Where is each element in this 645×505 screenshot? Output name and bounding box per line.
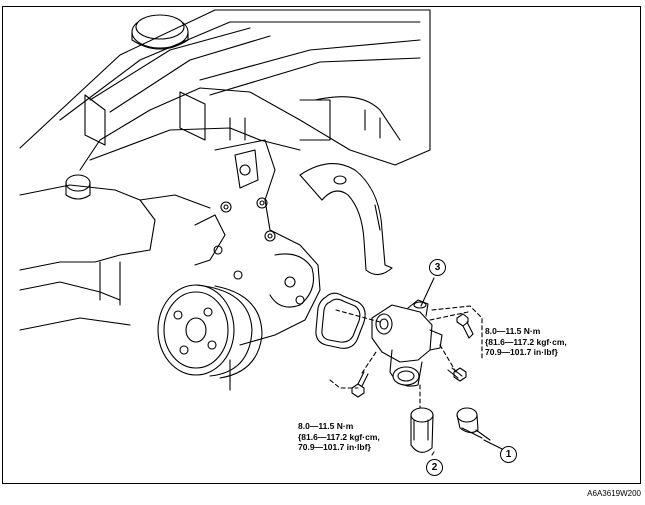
bolt-top-right <box>456 313 474 339</box>
torque-right-inlbf: 70.9—101.7 in·lbf} <box>485 347 558 357</box>
installation-lines <box>329 305 483 409</box>
engine-block <box>19 174 211 331</box>
torque-right-nm: 8.0—11.5 N·m <box>485 326 541 336</box>
torque-left-nm: 8.0—11.5 N·m <box>298 421 354 431</box>
thermostat-housing <box>371 299 443 387</box>
hose-part-2 <box>410 407 434 453</box>
hose-clamp-part-1 <box>456 407 491 441</box>
torque-left-kgf: {81.6—117.2 kgf·cm, <box>298 431 380 442</box>
figure-code: A6A3619W200 <box>587 489 641 498</box>
callout-2: 2 <box>426 459 443 476</box>
bolt-lower-right <box>447 367 467 382</box>
torque-left-inlbf: 70.9—101.7 in·lbf} <box>298 442 371 452</box>
torque-spec-left: 8.0—11.5 N·m {81.6—117.2 kgf·cm, 70.9—10… <box>298 421 380 453</box>
oil-filler-cap <box>131 14 189 50</box>
callout-1: 1 <box>500 446 517 463</box>
thermostat-gasket <box>315 292 366 349</box>
front-cover <box>194 139 321 346</box>
torque-spec-right: 8.0—11.5 N·m {81.6—117.2 kgf·cm, 70.9—10… <box>485 326 567 358</box>
callout-leaders <box>420 277 505 456</box>
callout-3: 3 <box>429 259 446 276</box>
figure-frame <box>2 6 641 484</box>
torque-right-kgf: {81.6—117.2 kgf·cm, <box>485 336 567 347</box>
cylinder-head-cover <box>19 9 431 171</box>
bolt-left <box>351 371 369 398</box>
water-pump-pulley <box>157 284 263 391</box>
radiator-hose <box>299 163 393 276</box>
